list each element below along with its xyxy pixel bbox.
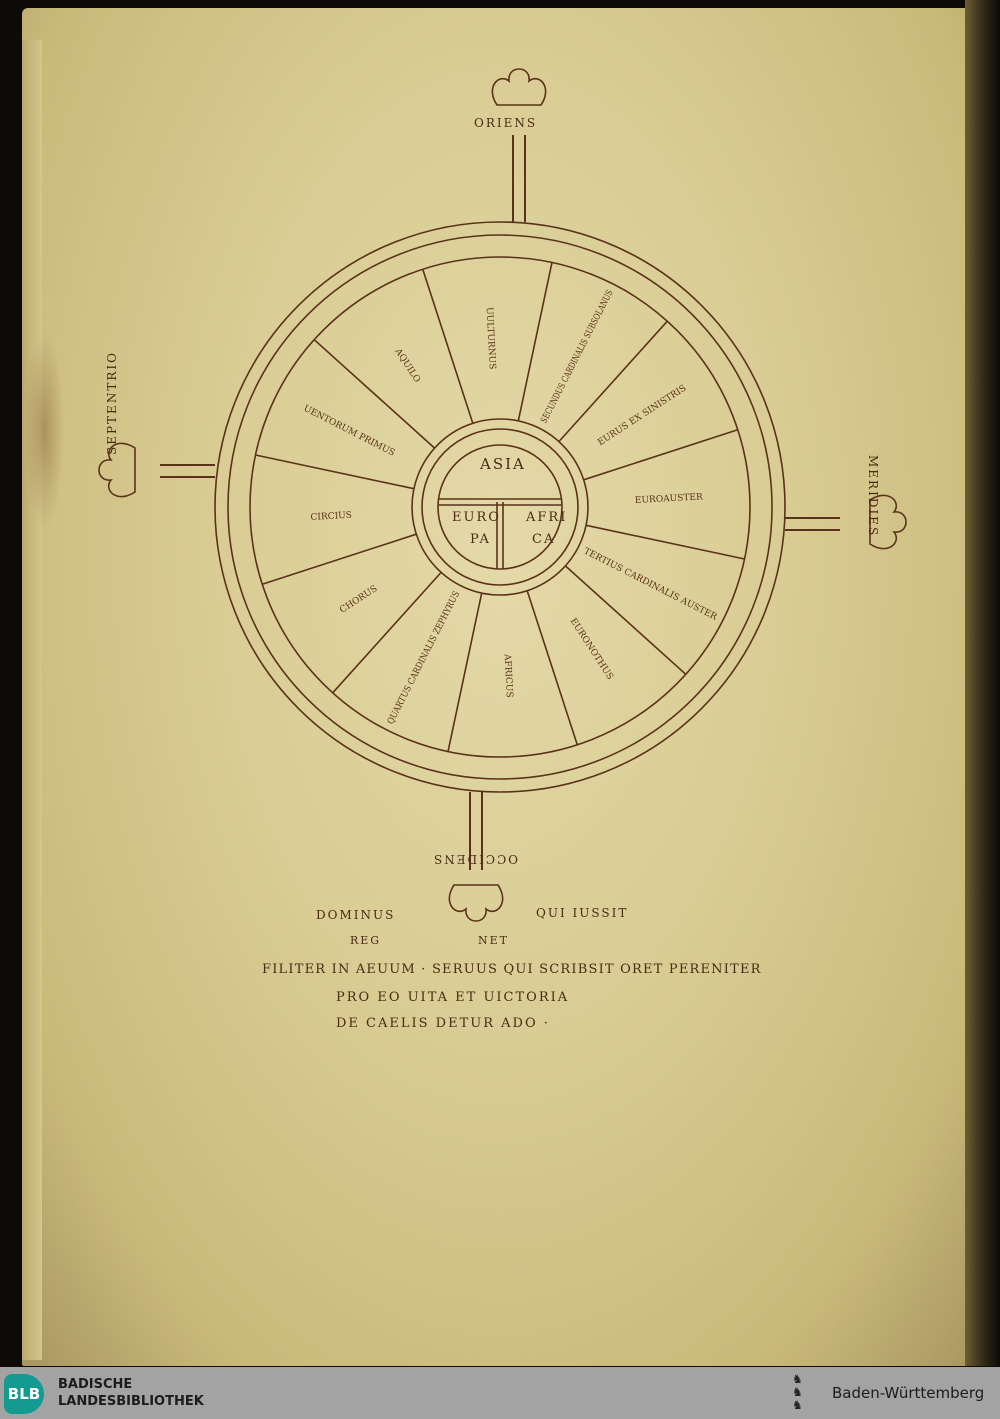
library-name-line1: BADISCHE bbox=[58, 1377, 133, 1392]
library-name-line2: LANDESBIBLIOTHEK bbox=[58, 1394, 204, 1409]
ring bbox=[214, 221, 786, 793]
colophon-line3: FILITER IN AEUUM · SERUUS QUI SCRIBSIT O… bbox=[262, 962, 762, 977]
library-name[interactable]: BADISCHE LANDESBIBLIOTHEK bbox=[58, 1376, 204, 1410]
label-africa-2: CA bbox=[532, 532, 556, 547]
label-occidens: OCCIDENS bbox=[432, 852, 519, 866]
wedge-divider bbox=[447, 592, 483, 752]
colophon-line1-left: DOMINUS bbox=[316, 908, 396, 922]
page-stain bbox=[24, 330, 64, 530]
colophon-line2-right: NET bbox=[478, 934, 509, 947]
wedge-divider bbox=[517, 262, 553, 422]
wedge-divider bbox=[261, 533, 417, 586]
wedge-divider bbox=[558, 320, 668, 443]
wedge-text: QUARTUS CARDINALIS ZEPHYRUS bbox=[386, 590, 462, 726]
ring bbox=[227, 234, 773, 780]
wedge-text: CHORUS bbox=[338, 584, 379, 616]
label-meridies: MERIDIES bbox=[866, 455, 880, 538]
blb-logo[interactable]: BLB bbox=[4, 1374, 44, 1414]
wedge-divider bbox=[583, 428, 739, 481]
blb-logo-text: BLB bbox=[7, 1385, 41, 1403]
leaf-ornament-icon bbox=[869, 494, 907, 550]
state-name[interactable]: Baden-Württemberg bbox=[832, 1384, 985, 1402]
leaf-ornament-icon bbox=[98, 442, 136, 498]
wedge-text: TERTIUS CARDINALIS AUSTER bbox=[582, 547, 719, 623]
leaf-ornament-icon bbox=[491, 68, 547, 106]
leaf-ornament-icon bbox=[448, 884, 504, 922]
wedge-text: SECUNDUS CARDINALIS SUBSOLANUS bbox=[540, 289, 616, 425]
wedge-text: EURUS EX SINISTRIS bbox=[596, 384, 688, 449]
label-europa-1: EURO bbox=[452, 510, 501, 525]
wedge-text: AFRICUS bbox=[502, 653, 514, 698]
ring bbox=[421, 428, 579, 586]
colophon-line4: PRO EO UITA ET UICTORIA bbox=[336, 990, 570, 1005]
wedge-text: UULTURNUS bbox=[484, 307, 497, 370]
wedge-text: EURONOTHUS bbox=[568, 617, 615, 682]
book-gutter bbox=[965, 0, 1000, 1366]
lions-crest-icon: ♞♞♞ bbox=[792, 1372, 803, 1412]
ring bbox=[249, 256, 751, 758]
wedge-divider bbox=[526, 590, 579, 746]
colophon-line2-left: REG bbox=[350, 934, 382, 947]
colophon-line5: DE CAELIS DETUR ADO · bbox=[336, 1016, 550, 1031]
label-asia: ASIA bbox=[480, 455, 526, 473]
wedge-divider bbox=[421, 268, 474, 424]
label-africa-1: AFRI bbox=[526, 510, 568, 525]
wedge-text: UENTORUM PRIMUS bbox=[302, 404, 397, 459]
wedge-divider bbox=[585, 524, 745, 560]
ring bbox=[411, 418, 589, 596]
footer-bar: BLB BADISCHE LANDESBIBLIOTHEK ♞♞♞ Baden-… bbox=[0, 1367, 1000, 1419]
wedge-text: CIRCIUS bbox=[310, 511, 352, 523]
wedge-text: EUROAUSTER bbox=[635, 492, 704, 506]
wedge-divider bbox=[564, 565, 687, 675]
wedge-text: AQUILO bbox=[392, 346, 422, 384]
label-europa-2: PA bbox=[470, 532, 491, 547]
wedge-divider bbox=[313, 339, 436, 449]
wedge-divider bbox=[255, 454, 415, 490]
wedge-divider bbox=[332, 571, 442, 694]
label-septentrio: SEPTENTRIO bbox=[105, 351, 119, 455]
colophon-line1-right: QUI IUSSIT bbox=[536, 906, 629, 920]
ring bbox=[437, 444, 563, 570]
label-oriens: ORIENS bbox=[474, 116, 538, 130]
